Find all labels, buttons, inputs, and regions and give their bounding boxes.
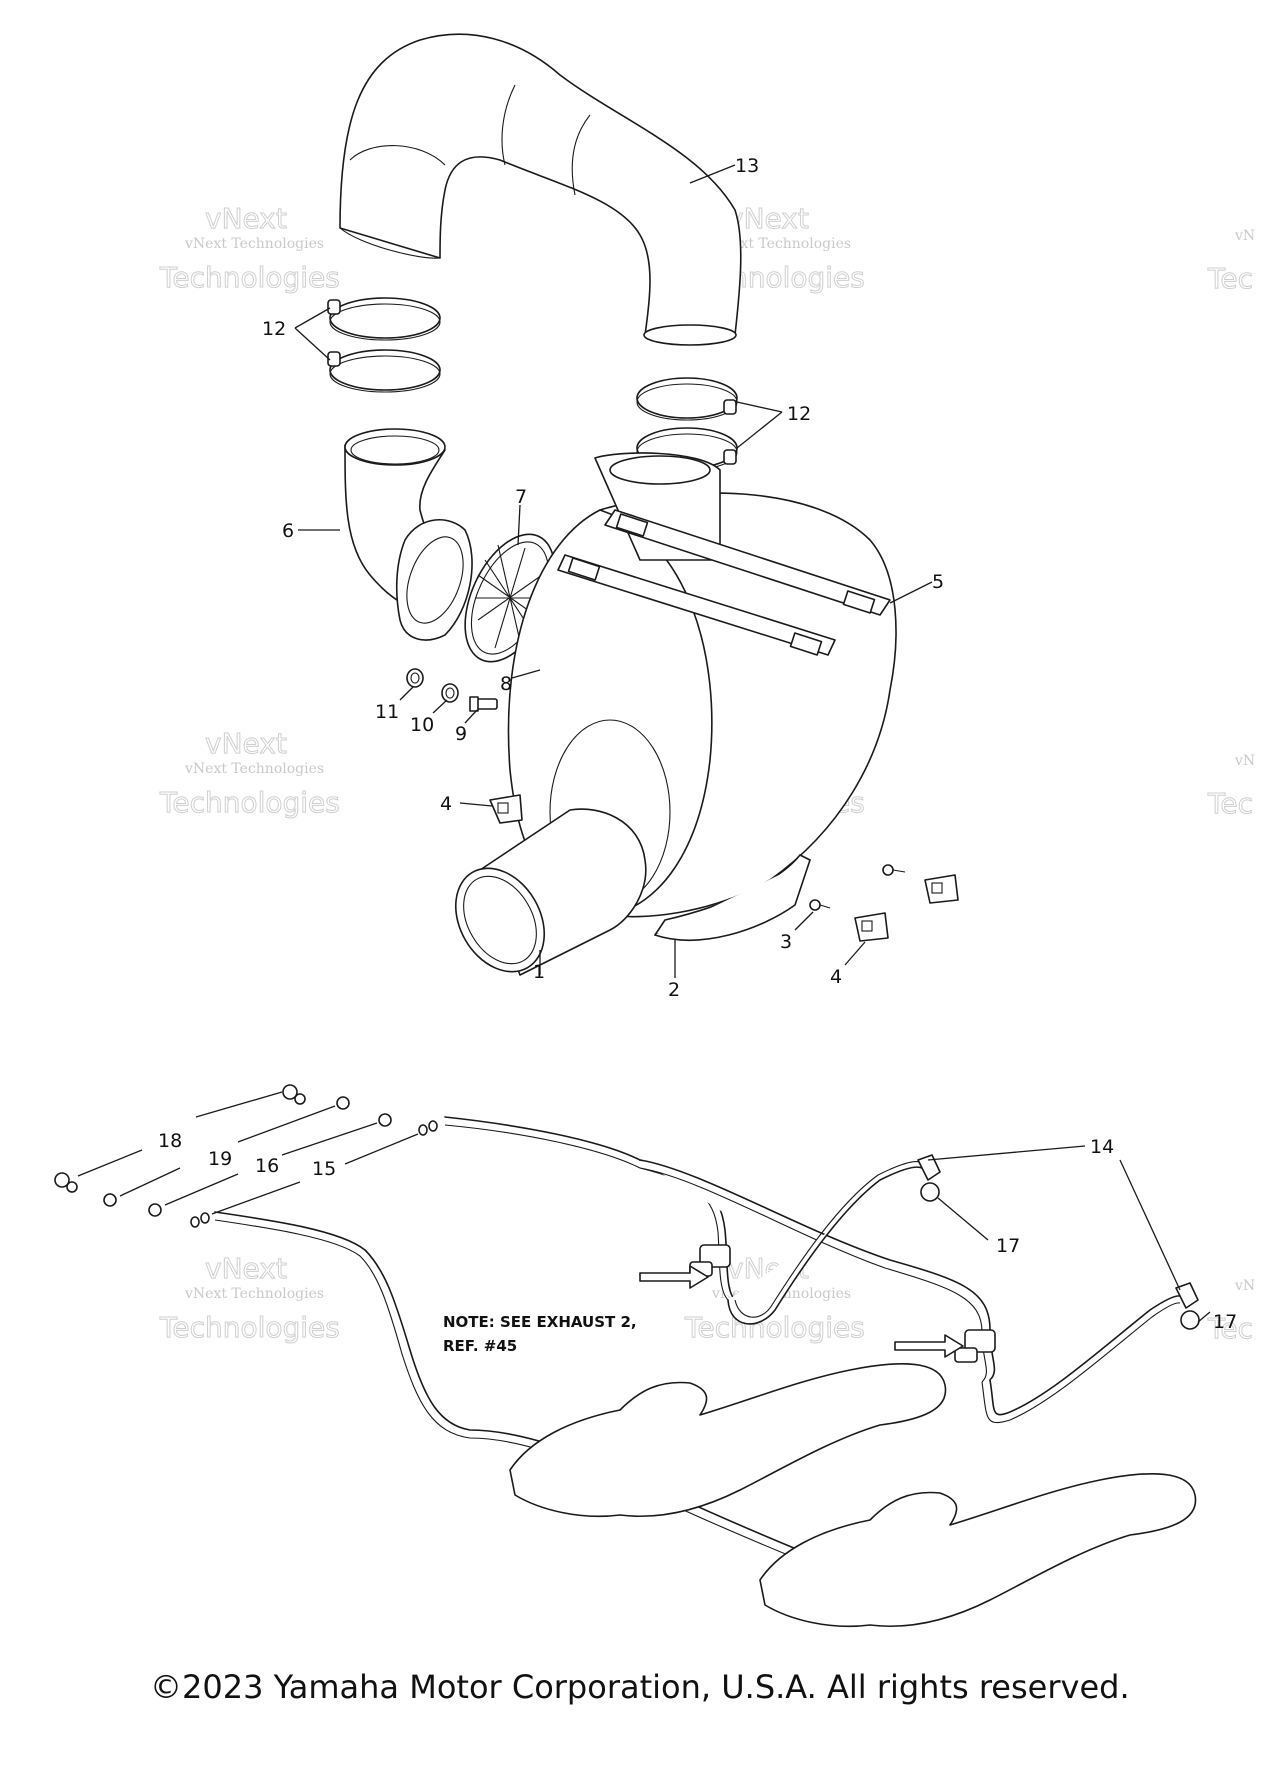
watermark-bottom-left: vNext vNext Technologies Technologies — [159, 1252, 341, 1345]
callout-9: 9 — [455, 723, 467, 745]
watermark-technologies: Technologies — [159, 786, 340, 819]
watermark-vnext: vNext — [727, 202, 809, 235]
part-5-straps — [557, 509, 891, 656]
watermark-text: vNext Technologies — [184, 236, 324, 252]
callout-10: 10 — [410, 714, 434, 736]
watermark-top-left: vNext vNext Technologies Technologies — [159, 202, 341, 295]
watermark-right-edge: vN Tec vN Tec vN Tec — [1207, 228, 1256, 1346]
callout-4: 4 — [830, 966, 842, 988]
arrow-icon — [894, 1334, 964, 1358]
part-4-bracket-right-1 — [924, 874, 959, 904]
callout-3: 3 — [780, 931, 792, 953]
part-3-screws — [809, 864, 906, 911]
part-2-pad — [654, 854, 811, 941]
callout-17: 17 — [996, 1235, 1020, 1257]
part-19-fittings — [103, 1096, 350, 1207]
part-10-washer — [441, 683, 459, 703]
callout-12: 12 — [787, 403, 811, 425]
note-line-1: NOTE: SEE EXHAUST 2, — [443, 1313, 637, 1331]
callout-8: 8 — [500, 673, 512, 695]
callout-13: 13 — [735, 155, 759, 177]
part-4-bracket-right-2 — [854, 912, 889, 942]
watermark-text: vNext Technologies — [711, 236, 851, 252]
clamp-screw-icon — [327, 299, 341, 315]
watermark-edge-tec: Tec — [1207, 787, 1253, 820]
watermark-technologies: Technologies — [684, 1311, 865, 1344]
callout-5: 5 — [932, 571, 944, 593]
callout-15: 15 — [312, 1158, 336, 1180]
callout-11: 11 — [375, 701, 399, 723]
callout-6: 6 — [282, 520, 294, 542]
watermark-vnext: vNext — [205, 202, 287, 235]
watermark-technologies: Technologies — [159, 261, 340, 294]
watermark-edge-text: vN — [1234, 753, 1255, 769]
part-6-elbow — [344, 428, 473, 641]
watermark-mid-left: vNext vNext Technologies Technologies — [159, 727, 341, 820]
part-16-fittings — [148, 1113, 392, 1217]
callout-2: 2 — [668, 979, 680, 1001]
watermark-text: vNext Technologies — [184, 761, 324, 777]
part-13-hose — [339, 33, 742, 346]
watermark-vnext: vNext — [205, 1252, 287, 1285]
clamp-screw-icon — [723, 449, 737, 465]
part-11-nut — [406, 668, 424, 688]
watermark-text: vNext Technologies — [184, 1286, 324, 1302]
callout-14: 14 — [1090, 1136, 1114, 1158]
callout-1: 1 — [533, 961, 545, 983]
hose-fitting-2 — [954, 1329, 996, 1363]
part-14-fitting-upper — [917, 1154, 941, 1202]
watermark-edge-tec: Tec — [1207, 262, 1253, 295]
part-14-fitting-lower — [1175, 1282, 1200, 1330]
clamp-screw-icon — [723, 399, 737, 415]
outlet-pipe — [454, 808, 647, 976]
watermark-vnext: vNext — [205, 727, 287, 760]
exhaust-manifolds — [509, 1362, 1197, 1628]
part-18-fittings — [54, 1084, 306, 1193]
callout-19: 19 — [208, 1148, 232, 1170]
part-4-bracket-left — [489, 794, 523, 824]
copyright-notice: ©2023 Yamaha Motor Corporation, U.S.A. A… — [150, 1668, 1130, 1706]
exhaust-note: NOTE: SEE EXHAUST 2, REF. #45 — [443, 1313, 637, 1355]
callout-16: 16 — [255, 1155, 279, 1177]
part-15-orings — [190, 1120, 438, 1228]
callout-4: 4 — [440, 793, 452, 815]
watermark-edge-text: vN — [1234, 228, 1255, 244]
leader-lines — [294, 164, 1211, 1323]
watermark-edge-tec: Tec — [1207, 1312, 1253, 1345]
callout-12: 12 — [262, 318, 286, 340]
callout-7: 7 — [515, 486, 527, 508]
callout-18: 18 — [158, 1130, 182, 1152]
part-9-bolt — [469, 696, 498, 712]
note-line-2: REF. #45 — [443, 1337, 517, 1355]
callout-labels: 13 12 12 6 7 5 8 11 10 9 4 1 2 3 4 14 17… — [158, 155, 1237, 1333]
watermark-technologies: Technologies — [159, 1311, 340, 1344]
watermark-edge-text: vN — [1234, 1278, 1255, 1294]
part-12-clamps-left — [327, 297, 441, 393]
callout-17: 17 — [1213, 1311, 1237, 1333]
arrow-icon — [639, 1265, 709, 1289]
